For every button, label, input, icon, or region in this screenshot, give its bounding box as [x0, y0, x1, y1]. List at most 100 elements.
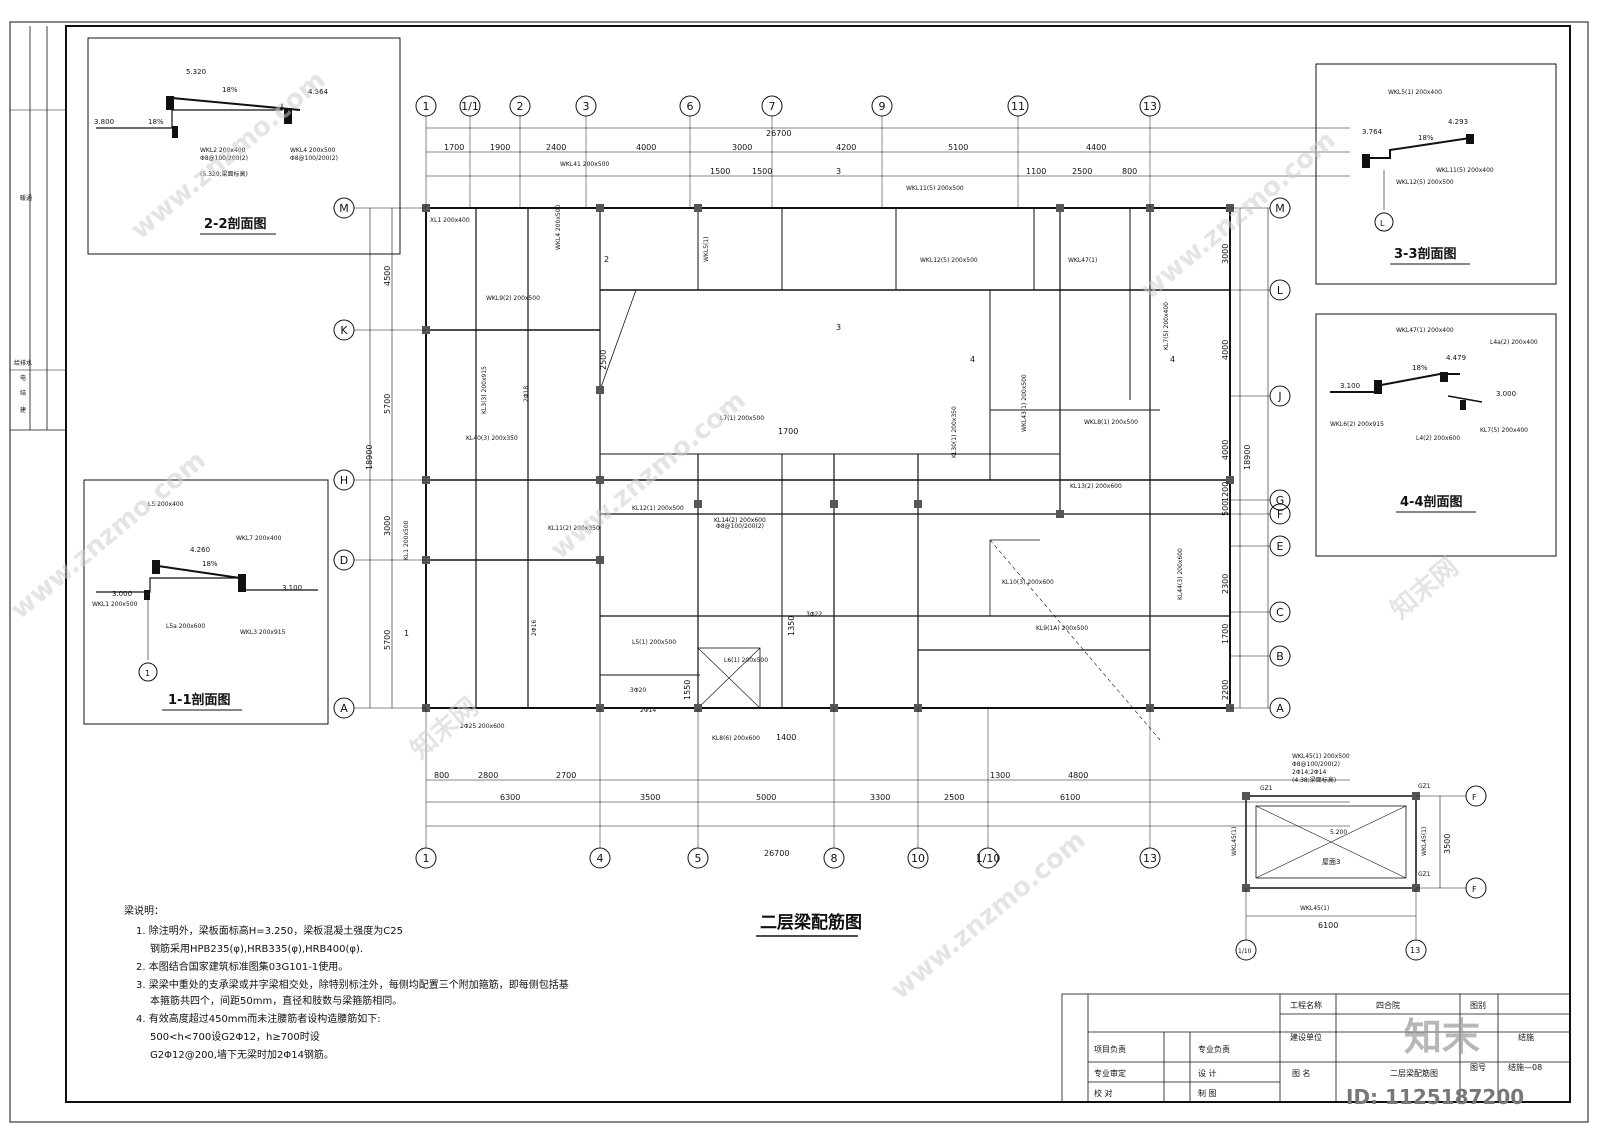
s44-beam4: KL7(5) 200x400	[1480, 427, 1528, 434]
axis-left-3: D	[340, 554, 348, 567]
dim-right-1: 4000	[1221, 340, 1230, 360]
tb-row1-a: 项目负责	[1094, 1044, 1126, 1054]
small-plan-axis-3: F	[1472, 793, 1477, 802]
overall-dim-right: 18900	[1243, 445, 1252, 470]
axis-right-0: M	[1275, 202, 1285, 215]
dim-bottom2-5: 6100	[1060, 793, 1080, 802]
axis-top-3: 3	[583, 100, 590, 113]
section-mark-4b: 4	[1170, 355, 1175, 364]
tb-build-unit: 建设单位	[1290, 1032, 1322, 1042]
notes-heading: 梁说明：	[124, 904, 164, 917]
strip-label-struct: 结	[20, 389, 26, 397]
notes-item-7: 500<h<700设G2Φ12，h≥700时设	[150, 1031, 320, 1043]
s33-slope: 18%	[1418, 134, 1434, 142]
axis-bottom-4: 10	[911, 852, 925, 865]
dim-bottom2-3: 3300	[870, 793, 890, 802]
s22-slope: 18%	[222, 86, 238, 94]
s11-slope: 18%	[202, 560, 218, 568]
beam-label: XL1 200x400	[430, 217, 470, 224]
section-mark-3a: 3	[836, 167, 841, 176]
tb-row2-b: 设 计	[1198, 1068, 1217, 1078]
notes-item-2: 钢筋采用HPB235(φ),HRB335(φ),HRB400(φ).	[150, 942, 363, 955]
beam-label: L6(1) 200x500	[724, 657, 768, 664]
axis-top-2: 2	[517, 100, 524, 113]
title-block	[1061, 993, 1571, 1103]
strip-label-hvac: 暖通	[20, 194, 32, 202]
beam-label: 2Φ25 200x600	[460, 723, 505, 730]
watermark-2: www.znzmo.com	[545, 385, 751, 565]
axis-left-1: K	[340, 324, 348, 337]
notes-item-5: 本箍筋共四个，间距50mm，直径和肢数与梁箍筋相同。	[150, 994, 402, 1007]
dim-left-3: 5700	[383, 630, 392, 650]
tb-stage-label: 图别	[1470, 1001, 1486, 1010]
beam-label: WKL4 200x500	[555, 204, 562, 250]
dim-top-sub-0: 1500	[710, 167, 730, 176]
beam-label: 3Φ22	[806, 611, 822, 618]
left-strip: 建 结 电 给排水 暖通	[10, 26, 66, 431]
s11-elev2: 3.000	[112, 590, 132, 598]
strip-label-arch: 建	[20, 406, 26, 414]
beam-label: 2Φ16	[531, 620, 538, 636]
beam-label: WKL11(5) 200x500	[906, 185, 964, 192]
beam-label: WKL9(2) 200x500	[486, 295, 540, 302]
small-plan-beam: WKL45(1) 200x500	[1292, 753, 1350, 760]
s44-title: 4-4剖面图	[1400, 494, 1463, 510]
small-plan-gz2: GZ1	[1418, 783, 1431, 790]
s22-title: 2-2剖面图	[204, 216, 267, 232]
small-plan-spec2: 2Φ14;2Φ14	[1292, 769, 1327, 776]
s44-beam1: WKL47(1) 200x400	[1396, 327, 1454, 334]
dim-top-sub-4: 800	[1122, 167, 1137, 176]
s44-elev3: 3.000	[1496, 390, 1516, 398]
dim-interior-3: 1550	[683, 680, 692, 700]
dim-left-2: 3000	[383, 516, 392, 536]
small-plan-elev: (4.38;梁面标高)	[1292, 776, 1336, 784]
beam-label: KL30(1) 200x350	[951, 406, 958, 458]
overall-dim-bottom: 26700	[764, 849, 789, 858]
s33-beam2: WKL11(5) 200x400	[1436, 167, 1494, 174]
strip-label-elec: 电	[20, 374, 26, 382]
s44-elev2: 3.100	[1340, 382, 1360, 390]
beam-label: KL44(3) 200x600	[1177, 548, 1184, 600]
dim-top-row-2: 2400	[546, 143, 566, 152]
dim-bottom2-4: 2500	[944, 793, 964, 802]
beam-label: L5(1) 200x500	[632, 639, 676, 646]
small-plan-axis-1: 1/10	[1238, 948, 1252, 955]
beam-label: KL13(2) 200x600	[1070, 483, 1122, 490]
s33-title: 3-3剖面图	[1394, 246, 1457, 262]
s22-slope-2: 18%	[148, 118, 164, 126]
beam-label: 3Φ20	[630, 687, 646, 694]
dim-right-0: 3000	[1221, 244, 1230, 264]
s22-spec1: Φ8@100/200(2)	[200, 155, 248, 162]
section-mark-3b: 3	[836, 323, 841, 332]
dim-top-row-3: 4000	[636, 143, 656, 152]
small-plan-elev-center: 5.200	[1330, 829, 1347, 836]
s11-beam3: WKL1 200x500	[92, 601, 138, 608]
main-plan: 2 3 3 4 4 1	[404, 167, 1234, 741]
beam-label: WKL47(1)	[1068, 257, 1097, 264]
dim-bottom1-0: 800	[434, 771, 449, 780]
small-plan: WKL45(1) 200x500 Φ8@100/200(2) 2Φ14;2Φ14…	[1231, 753, 1487, 961]
s22-elev2: 4.564	[308, 88, 329, 96]
section-mark-4a: 4	[970, 355, 975, 364]
beam-label: WKL41 200x500	[560, 161, 609, 168]
section-mark-2: 2	[604, 255, 609, 264]
dim-right-4: 500	[1221, 501, 1230, 516]
beam-label: KL10(3) 200x600	[1002, 579, 1054, 586]
s11-beam4: L5a 200x600	[166, 623, 205, 630]
s44-elev1: 4.479	[1446, 354, 1466, 362]
dim-bottom1-4: 4800	[1068, 771, 1088, 780]
axis-bottom-5: 1/10	[976, 852, 1001, 865]
notes-item-6: 4. 有效高度超过450mm而未注腰筋者设构造腰筋如下:	[136, 1012, 381, 1025]
dimension-lines	[369, 127, 1350, 827]
axis-right-2: J	[1277, 390, 1281, 403]
notes-item-3: 2. 本图结合国家建筑标准图集03G101-1使用。	[136, 960, 348, 973]
axis-right-6: C	[1276, 606, 1284, 619]
section-1-1: 1 4.260 3.000 3.100 18% L5 200x400 WKL7 …	[83, 479, 329, 725]
watermark-3: www.znzmo.com	[1135, 125, 1341, 305]
